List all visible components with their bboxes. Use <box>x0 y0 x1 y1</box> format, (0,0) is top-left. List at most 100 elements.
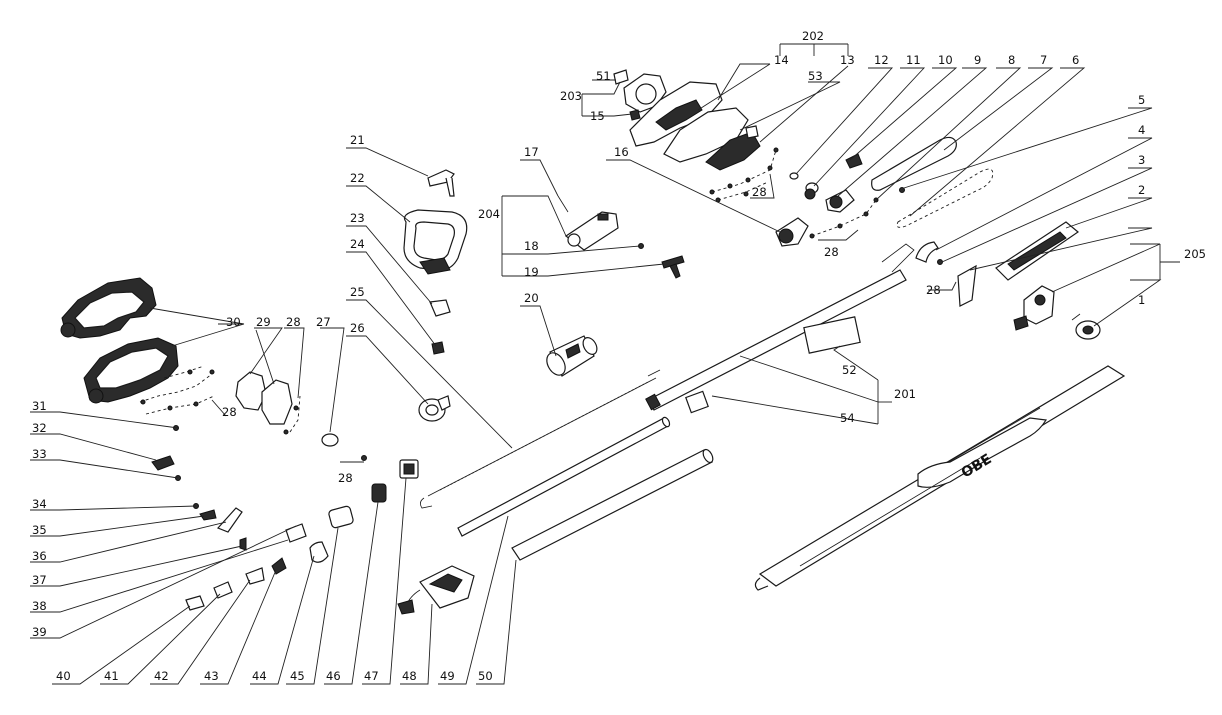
callout-33: 33 <box>32 447 47 461</box>
callout-28e: 28 <box>824 245 839 259</box>
callout-5: 5 <box>1138 93 1145 107</box>
lower-pole <box>511 448 714 561</box>
chain-cover <box>995 221 1079 281</box>
callout-28a: 28 <box>286 315 301 329</box>
callout-31: 31 <box>32 399 47 413</box>
callout-8: 8 <box>1008 53 1015 67</box>
leader-lines <box>30 43 1180 685</box>
callout-22: 22 <box>350 171 365 185</box>
screw-6 <box>899 187 905 193</box>
callout-28b: 28 <box>222 405 237 419</box>
callout-26: 26 <box>350 321 365 335</box>
tension-assembly <box>1013 285 1101 340</box>
callout-9: 9 <box>974 53 981 67</box>
callout-35: 35 <box>32 523 47 537</box>
screw-28 <box>361 455 367 461</box>
callout-42: 42 <box>154 669 169 683</box>
clamp-nut <box>431 341 445 355</box>
gear-assembly <box>775 217 809 247</box>
callout-53: 53 <box>808 69 823 83</box>
callout-labels: 1 2 3 4 5 6 7 8 9 10 11 12 13 14 15 16 1… <box>32 29 1206 683</box>
gear-head-housings <box>613 69 761 171</box>
telescopic-pole <box>754 365 1126 591</box>
clamp-ring <box>418 395 451 422</box>
callout-27: 27 <box>316 315 331 329</box>
callout-50: 50 <box>478 669 493 683</box>
motor <box>546 335 598 377</box>
callout-12: 12 <box>874 53 889 67</box>
callout-3: 3 <box>1138 153 1145 167</box>
callout-204: 204 <box>478 207 500 221</box>
callout-34: 34 <box>32 497 47 511</box>
callout-45: 45 <box>290 669 305 683</box>
callout-2: 2 <box>1138 183 1145 197</box>
callout-39: 39 <box>32 625 47 639</box>
callout-16: 16 <box>614 145 629 159</box>
callout-1: 1 <box>1138 293 1145 307</box>
bar-plate <box>957 264 977 307</box>
callout-41: 41 <box>104 669 119 683</box>
clamp-block <box>429 299 451 317</box>
callout-28d: 28 <box>752 185 767 199</box>
callout-202: 202 <box>802 29 824 43</box>
callout-46: 46 <box>326 669 341 683</box>
callout-36: 36 <box>32 549 47 563</box>
callout-38: 38 <box>32 599 47 613</box>
handle-caps <box>235 371 293 425</box>
label-54 <box>685 390 709 414</box>
control-board <box>397 565 475 615</box>
callout-19: 19 <box>524 265 539 279</box>
parts-layer <box>60 69 1126 615</box>
hex-key <box>427 169 455 197</box>
callout-10: 10 <box>938 53 953 67</box>
upper-pole <box>645 243 915 411</box>
callout-23: 23 <box>350 211 365 225</box>
callout-18: 18 <box>524 239 539 253</box>
small-parts-left <box>151 425 329 611</box>
callout-201: 201 <box>894 387 916 401</box>
sprocket-parts <box>789 153 863 213</box>
callout-14: 14 <box>774 53 789 67</box>
callout-51: 51 <box>596 69 611 83</box>
front-handle <box>403 209 468 275</box>
callout-203: 203 <box>560 89 582 103</box>
guide-bar <box>871 136 957 191</box>
hose-clip <box>321 433 339 447</box>
callout-4: 4 <box>1138 123 1145 137</box>
callout-6: 6 <box>1072 53 1079 67</box>
callout-28c: 28 <box>338 471 353 485</box>
callout-11: 11 <box>906 53 921 67</box>
callout-30: 30 <box>226 315 241 329</box>
callout-17: 17 <box>524 145 539 159</box>
chain-catcher <box>915 241 939 263</box>
callout-205: 205 <box>1184 247 1206 261</box>
callout-13: 13 <box>840 53 855 67</box>
inner-pole <box>457 416 671 537</box>
callout-47: 47 <box>364 669 379 683</box>
callout-15: 15 <box>590 109 605 123</box>
callout-44: 44 <box>252 669 267 683</box>
callout-7: 7 <box>1040 53 1047 67</box>
callout-20: 20 <box>524 291 539 305</box>
spring-parts <box>328 459 419 529</box>
callout-37: 37 <box>32 573 47 587</box>
screw-4 <box>937 259 943 265</box>
callout-29: 29 <box>256 315 271 329</box>
callout-40: 40 <box>56 669 71 683</box>
callout-25: 25 <box>350 285 365 299</box>
label-52 <box>803 316 861 354</box>
callout-52: 52 <box>842 363 857 377</box>
callout-24: 24 <box>350 237 365 251</box>
callout-21: 21 <box>350 133 365 147</box>
motor-housing-halves <box>60 277 179 404</box>
callout-28f: 28 <box>926 283 941 297</box>
gear-housing-block <box>557 195 685 279</box>
drive-shaft <box>420 369 661 509</box>
callout-54: 54 <box>840 411 855 425</box>
callout-43: 43 <box>204 669 219 683</box>
callout-32: 32 <box>32 421 47 435</box>
callout-49: 49 <box>440 669 455 683</box>
screws-gearhead <box>709 147 879 239</box>
callout-48: 48 <box>402 669 417 683</box>
